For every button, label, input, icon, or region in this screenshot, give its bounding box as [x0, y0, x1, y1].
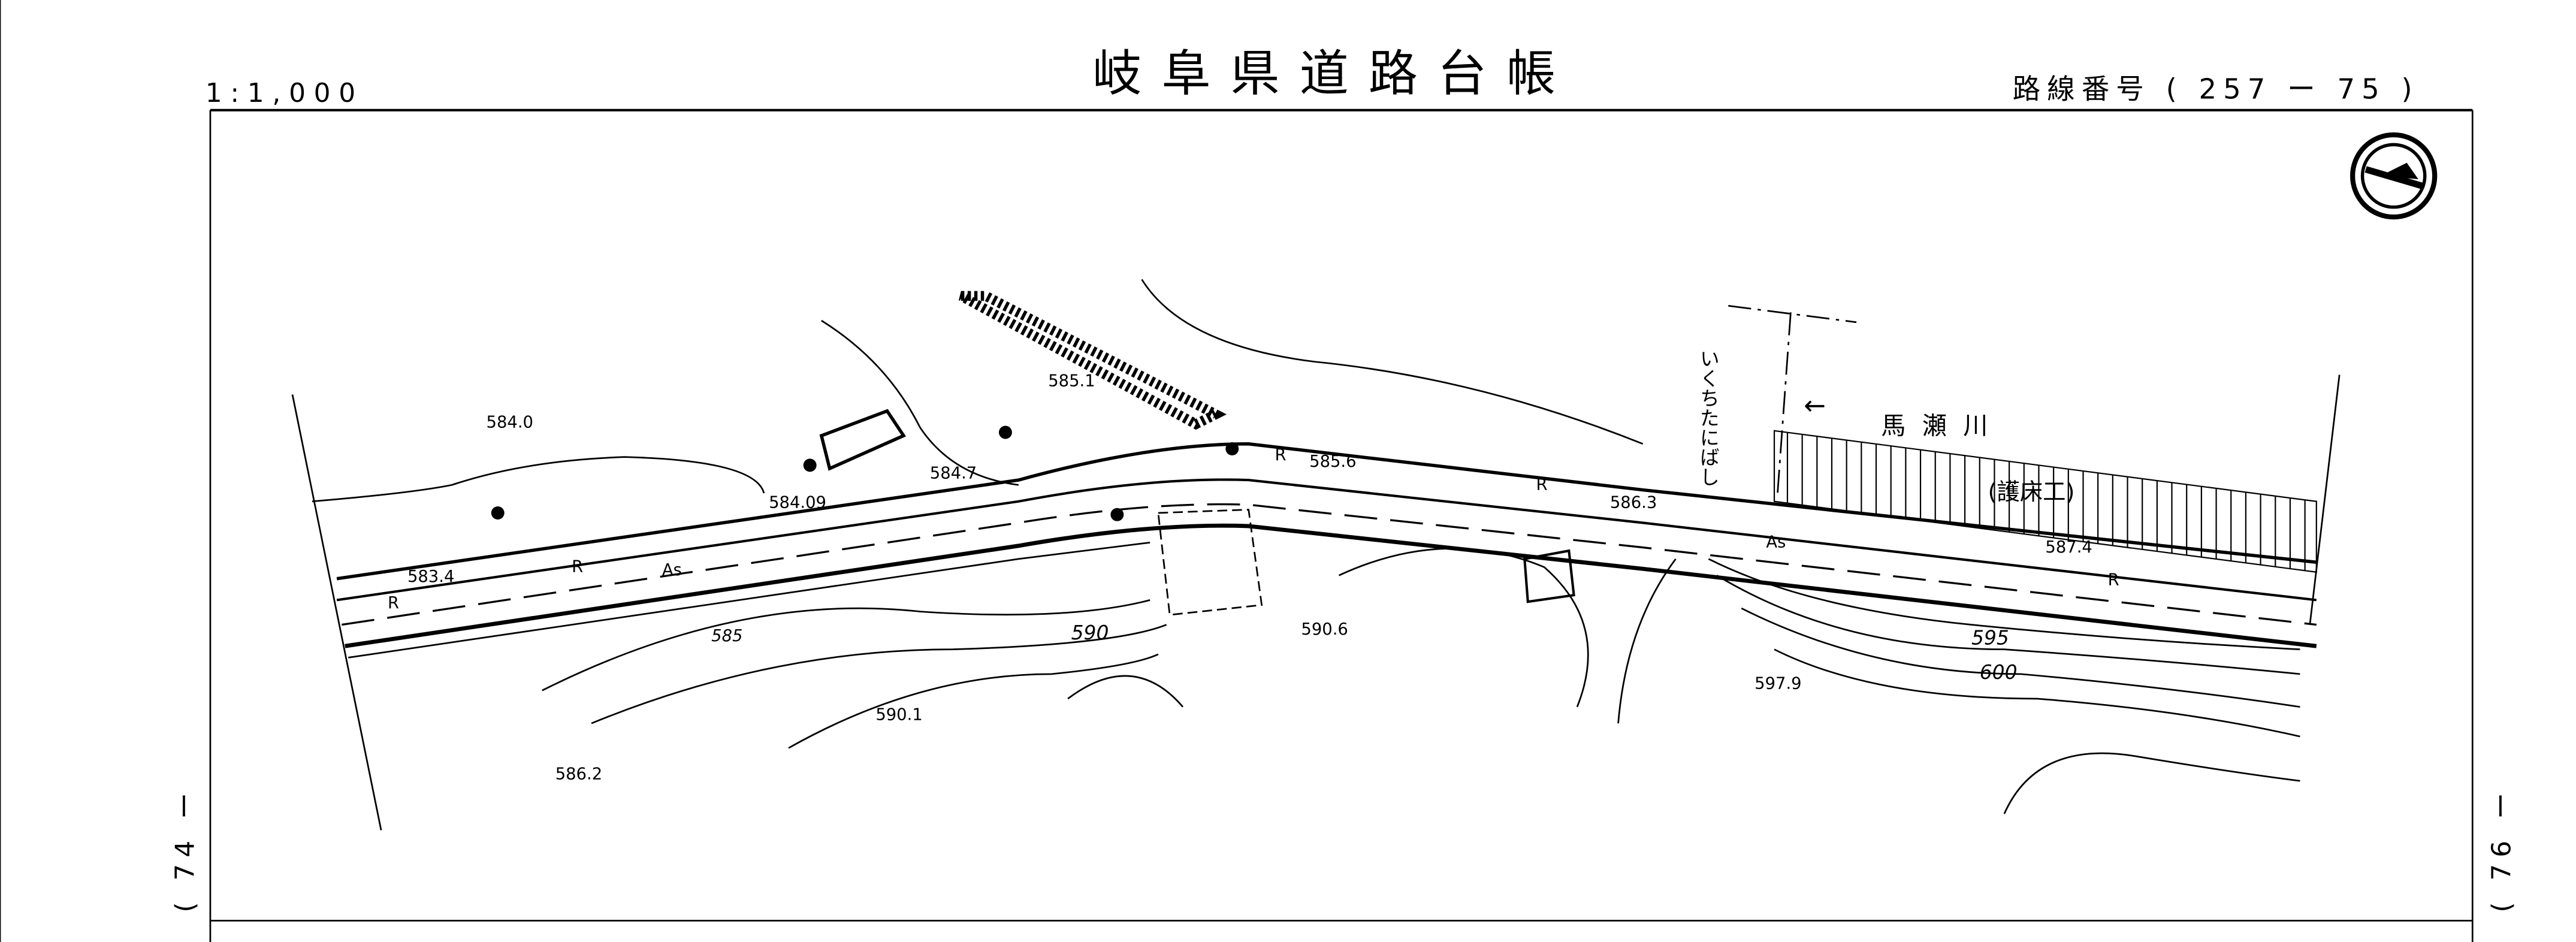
elevation-label: 586.2 [555, 765, 602, 783]
route-number: 路線番号 ( 257 ー 75 ) [2013, 73, 2419, 105]
river-name: 馬瀬川 [1881, 411, 2004, 440]
building [819, 409, 907, 471]
road-mark: R [1275, 446, 1287, 464]
road-mark: R [2108, 571, 2119, 590]
contour-label: 600 [1980, 660, 2018, 684]
road-mark: R [388, 594, 399, 612]
adjacent-sheet-right: ( 76 ー [2486, 786, 2517, 913]
elevation-label: 583.4 [407, 567, 454, 586]
elevation-label: 584.0 [487, 413, 533, 431]
bed-protection-grid [1773, 430, 2317, 573]
elevation-label: 584.7 [930, 464, 977, 482]
contour-label: 585 [711, 627, 742, 645]
road-mark: R [572, 558, 583, 576]
elevation-label: 590.1 [875, 706, 922, 724]
road [336, 442, 2317, 659]
hatched-slope [958, 291, 1227, 430]
elevation-label: 585.6 [1309, 452, 1356, 471]
river-centerline [1728, 304, 1857, 494]
road-mark: R [1536, 476, 1547, 494]
contour-label: 590 [1071, 621, 1109, 644]
scale-label: 1:1,000 [206, 78, 364, 108]
map-boundaries [291, 375, 2341, 831]
adjacent-sheet-left: ( 74 ー [170, 786, 201, 913]
bridge-name: いくちたにばし [1697, 349, 1720, 487]
utility-poles [491, 425, 1239, 521]
north-arrow-icon [2350, 132, 2438, 220]
pavement-label: As [662, 561, 682, 579]
contour-lines [312, 279, 2300, 814]
page-title: 岐阜県道路台帳 [1092, 46, 1575, 102]
elevation-label: 586.3 [1610, 494, 1657, 512]
elevation-label: 597.9 [1754, 675, 1801, 693]
contour-label: 595 [1971, 626, 2009, 649]
elevation-label: 590.6 [1301, 620, 1348, 639]
elevation-label: 585.1 [1048, 372, 1095, 391]
elevation-label: 587.4 [2045, 538, 2092, 557]
building [1523, 549, 1575, 603]
parcel [1157, 509, 1263, 616]
bed-protection-label: (護床工) [1988, 479, 2074, 506]
river-flow-arrow: ← [1804, 390, 1826, 421]
elevation-label: 584.09 [769, 494, 826, 512]
pavement-label: As [1766, 533, 1786, 552]
